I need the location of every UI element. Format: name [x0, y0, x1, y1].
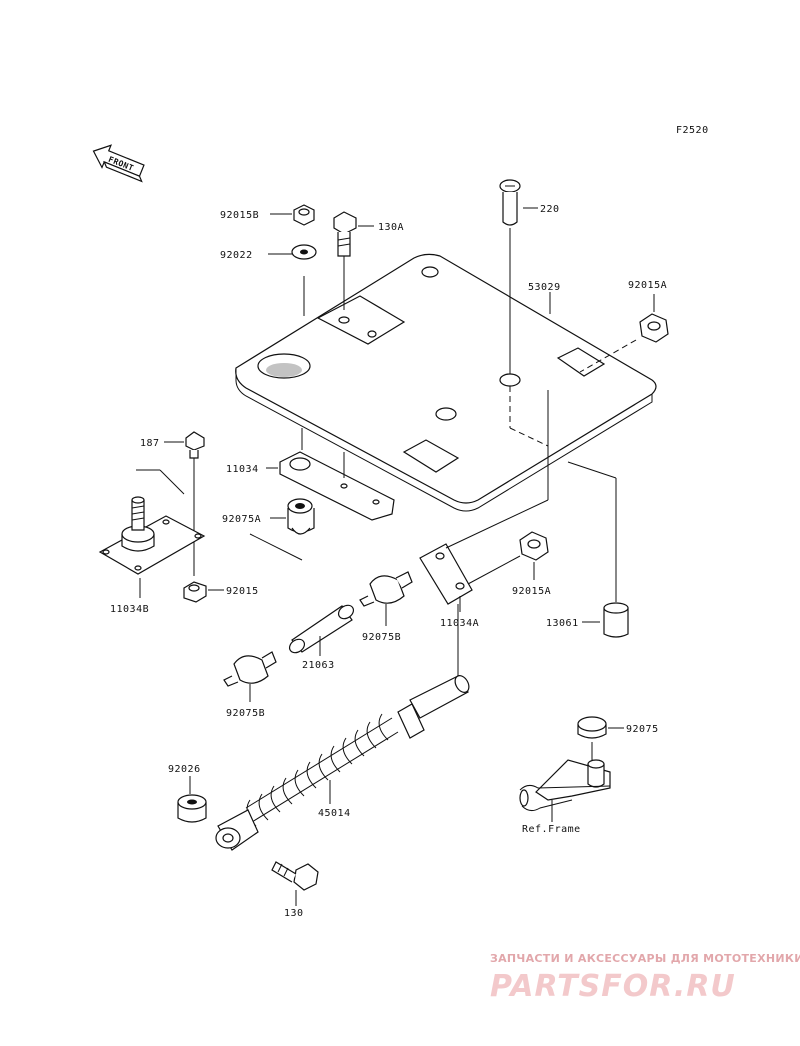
grommet-92075A — [287, 498, 315, 535]
spring-coils — [245, 713, 399, 827]
collar-92026 — [177, 794, 207, 823]
rod-21063 — [288, 604, 355, 654]
nut-92015 — [183, 581, 207, 603]
label-92015A-top: 92015A — [628, 280, 667, 291]
label-11034: 11034 — [226, 464, 259, 475]
label-92015B: 92015B — [220, 210, 259, 221]
label-11034B: 11034B — [110, 604, 149, 615]
washer-92022 — [291, 244, 317, 260]
label-187: 187 — [140, 438, 160, 449]
shock-absorber-45014 — [215, 604, 470, 851]
washer-92075 — [577, 716, 607, 739]
figure-code: F2520 — [676, 125, 709, 136]
label-220: 220 — [540, 204, 560, 215]
watermark-tagline: ЗАПЧАСТИ И АКСЕССУАРЫ ДЛЯ МОТОТЕХНИКИ — [490, 952, 800, 965]
label-92022: 92022 — [220, 250, 253, 261]
bolt-220 — [499, 179, 549, 447]
nut-92015B — [293, 204, 315, 226]
label-92026: 92026 — [168, 764, 201, 775]
label-130: 130 — [284, 908, 304, 919]
bracket-11034 — [279, 451, 395, 521]
label-13061: 13061 — [546, 618, 579, 629]
label-92015: 92015 — [226, 586, 259, 597]
spacer-13061 — [603, 602, 629, 638]
label-92015A-mid: 92015A — [512, 586, 551, 597]
bolt-187 — [185, 431, 205, 576]
frame-bracket — [519, 759, 611, 812]
label-53029: 53029 — [528, 282, 561, 293]
bolt-130 — [271, 861, 319, 891]
label-21063: 21063 — [302, 660, 335, 671]
label-92075B-left: 92075B — [226, 708, 265, 719]
label-11034A: 11034A — [440, 618, 479, 629]
label-92075A: 92075A — [222, 514, 261, 525]
label-92075: 92075 — [626, 724, 659, 735]
nut-92015A-top — [639, 313, 669, 343]
battery-plate-53029 — [235, 253, 657, 512]
label-92075B-mid: 92075B — [362, 632, 401, 643]
label-ref-frame: Ref.Frame — [522, 824, 581, 835]
watermark-brand: PARTSFOR.RU — [490, 969, 736, 1004]
front-arrow-icon: FRONT — [92, 144, 145, 183]
label-130A: 130A — [378, 222, 404, 233]
nut-92015A-mid — [519, 531, 549, 561]
rubber-mount-92075B-mid — [359, 571, 413, 607]
bracket-11034A — [419, 543, 473, 605]
rubber-mount-92075B-left — [223, 651, 277, 687]
label-45014: 45014 — [318, 808, 351, 819]
mount-plate-11034B — [98, 496, 206, 575]
bolt-130A — [333, 211, 357, 310]
